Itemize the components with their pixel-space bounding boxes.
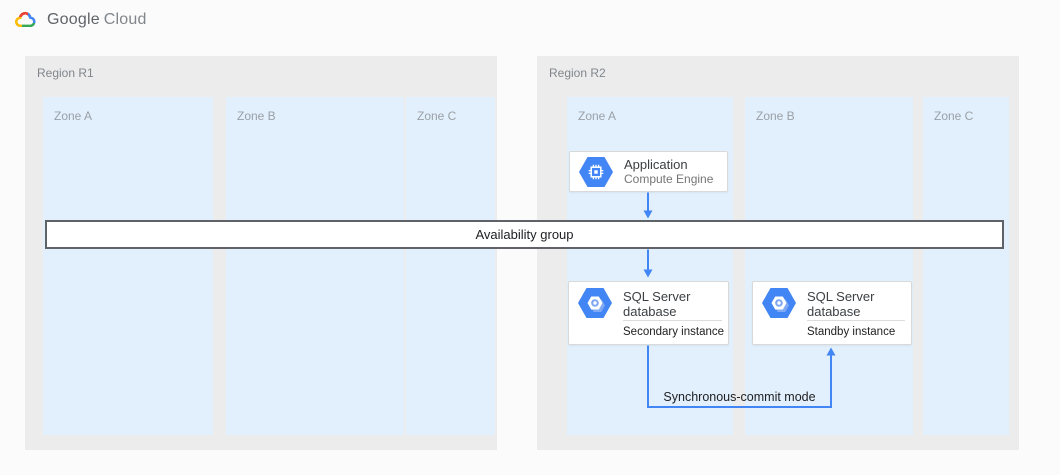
- sql-standby-instance-label: Standby instance: [807, 326, 896, 338]
- region-r2-zone-c: Zone C: [923, 97, 1009, 435]
- sql-secondary-card: SQL Server database Secondary instance: [568, 281, 729, 345]
- logo-text-cloud: Cloud: [103, 11, 147, 28]
- application-card-subtitle: Compute Engine: [624, 172, 714, 186]
- region-r1-zone-b: Zone B: [226, 97, 404, 435]
- region-r1-label: Region R1: [37, 66, 94, 80]
- sql-standby-card: SQL Server database Standby instance: [752, 281, 912, 345]
- zone-b-label: Zone B: [237, 109, 276, 123]
- sql-secondary-instance-label: Secondary instance: [623, 326, 725, 338]
- region-r1-zone-a: Zone A: [43, 97, 213, 435]
- cloud-sql-icon: [578, 288, 612, 318]
- zone-b-label: Zone B: [756, 109, 795, 123]
- region-r2-zone-b: Zone B: [745, 97, 913, 435]
- sync-commit-label: Synchronous-commit mode: [663, 390, 816, 404]
- compute-engine-icon: [579, 156, 613, 187]
- application-card: Application Compute Engine: [569, 151, 728, 192]
- sql-secondary-card-title: SQL Server database: [623, 289, 691, 319]
- zone-a-label: Zone A: [578, 109, 617, 123]
- card-divider: [623, 320, 722, 321]
- card-divider: [807, 320, 905, 321]
- availability-group-bar: Availability group: [45, 220, 1004, 249]
- region-r1-zone-c: Zone C: [406, 97, 495, 435]
- region-r1-panel: Region R1 Zone A Zone B Zone C: [25, 56, 497, 450]
- zone-c-label: Zone C: [934, 109, 974, 123]
- logo-text-google: Google: [47, 11, 100, 28]
- cloud-sql-icon: [762, 288, 796, 318]
- region-r2-zone-a: Zone A: [567, 97, 733, 435]
- google-cloud-cloud-icon: [15, 11, 36, 28]
- availability-group-label: Availability group: [475, 227, 574, 242]
- zone-a-label: Zone A: [54, 109, 93, 123]
- application-card-title: Application: [624, 157, 688, 172]
- google-cloud-logo: Google Cloud: [14, 10, 147, 30]
- zone-c-label: Zone C: [417, 109, 457, 123]
- sql-standby-card-title: SQL Server database: [807, 289, 875, 319]
- region-r2-label: Region R2: [549, 66, 606, 80]
